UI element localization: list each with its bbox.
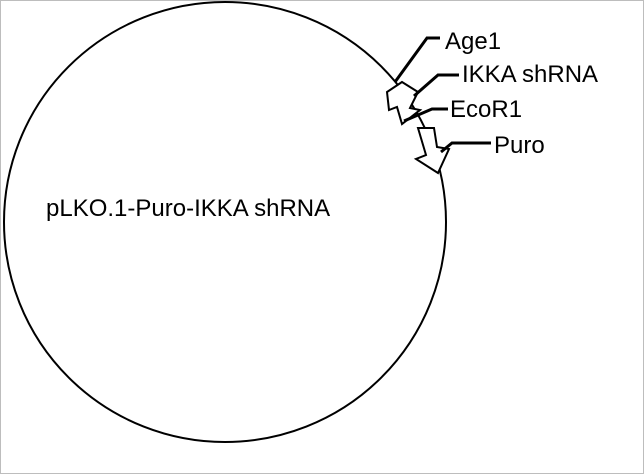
feature-ikka-shrna-label: IKKA shRNA — [462, 61, 598, 88]
feature-ecor1: EcoR1 — [403, 96, 522, 123]
feature-age1-leader — [393, 36, 440, 83]
feature-puro-leader — [440, 141, 491, 154]
feature-age1-label: Age1 — [445, 28, 501, 55]
plasmid-backbone — [3, 1, 447, 443]
feature-puro: Puro — [413, 127, 545, 175]
feature-puro-label: Puro — [494, 132, 545, 159]
puro-arrow — [413, 127, 451, 175]
ikka-shrna-arrow — [385, 80, 423, 126]
feature-ecor1-leader — [403, 107, 448, 123]
feature-ikka-shrna: IKKA shRNA — [385, 61, 598, 126]
feature-ecor1-label: EcoR1 — [450, 96, 522, 123]
feature-age1: Age1 — [393, 28, 501, 83]
plasmid-name-label: pLKO.1-Puro-IKKA shRNA — [46, 195, 330, 222]
feature-ikka-shrna-leader — [413, 73, 459, 98]
